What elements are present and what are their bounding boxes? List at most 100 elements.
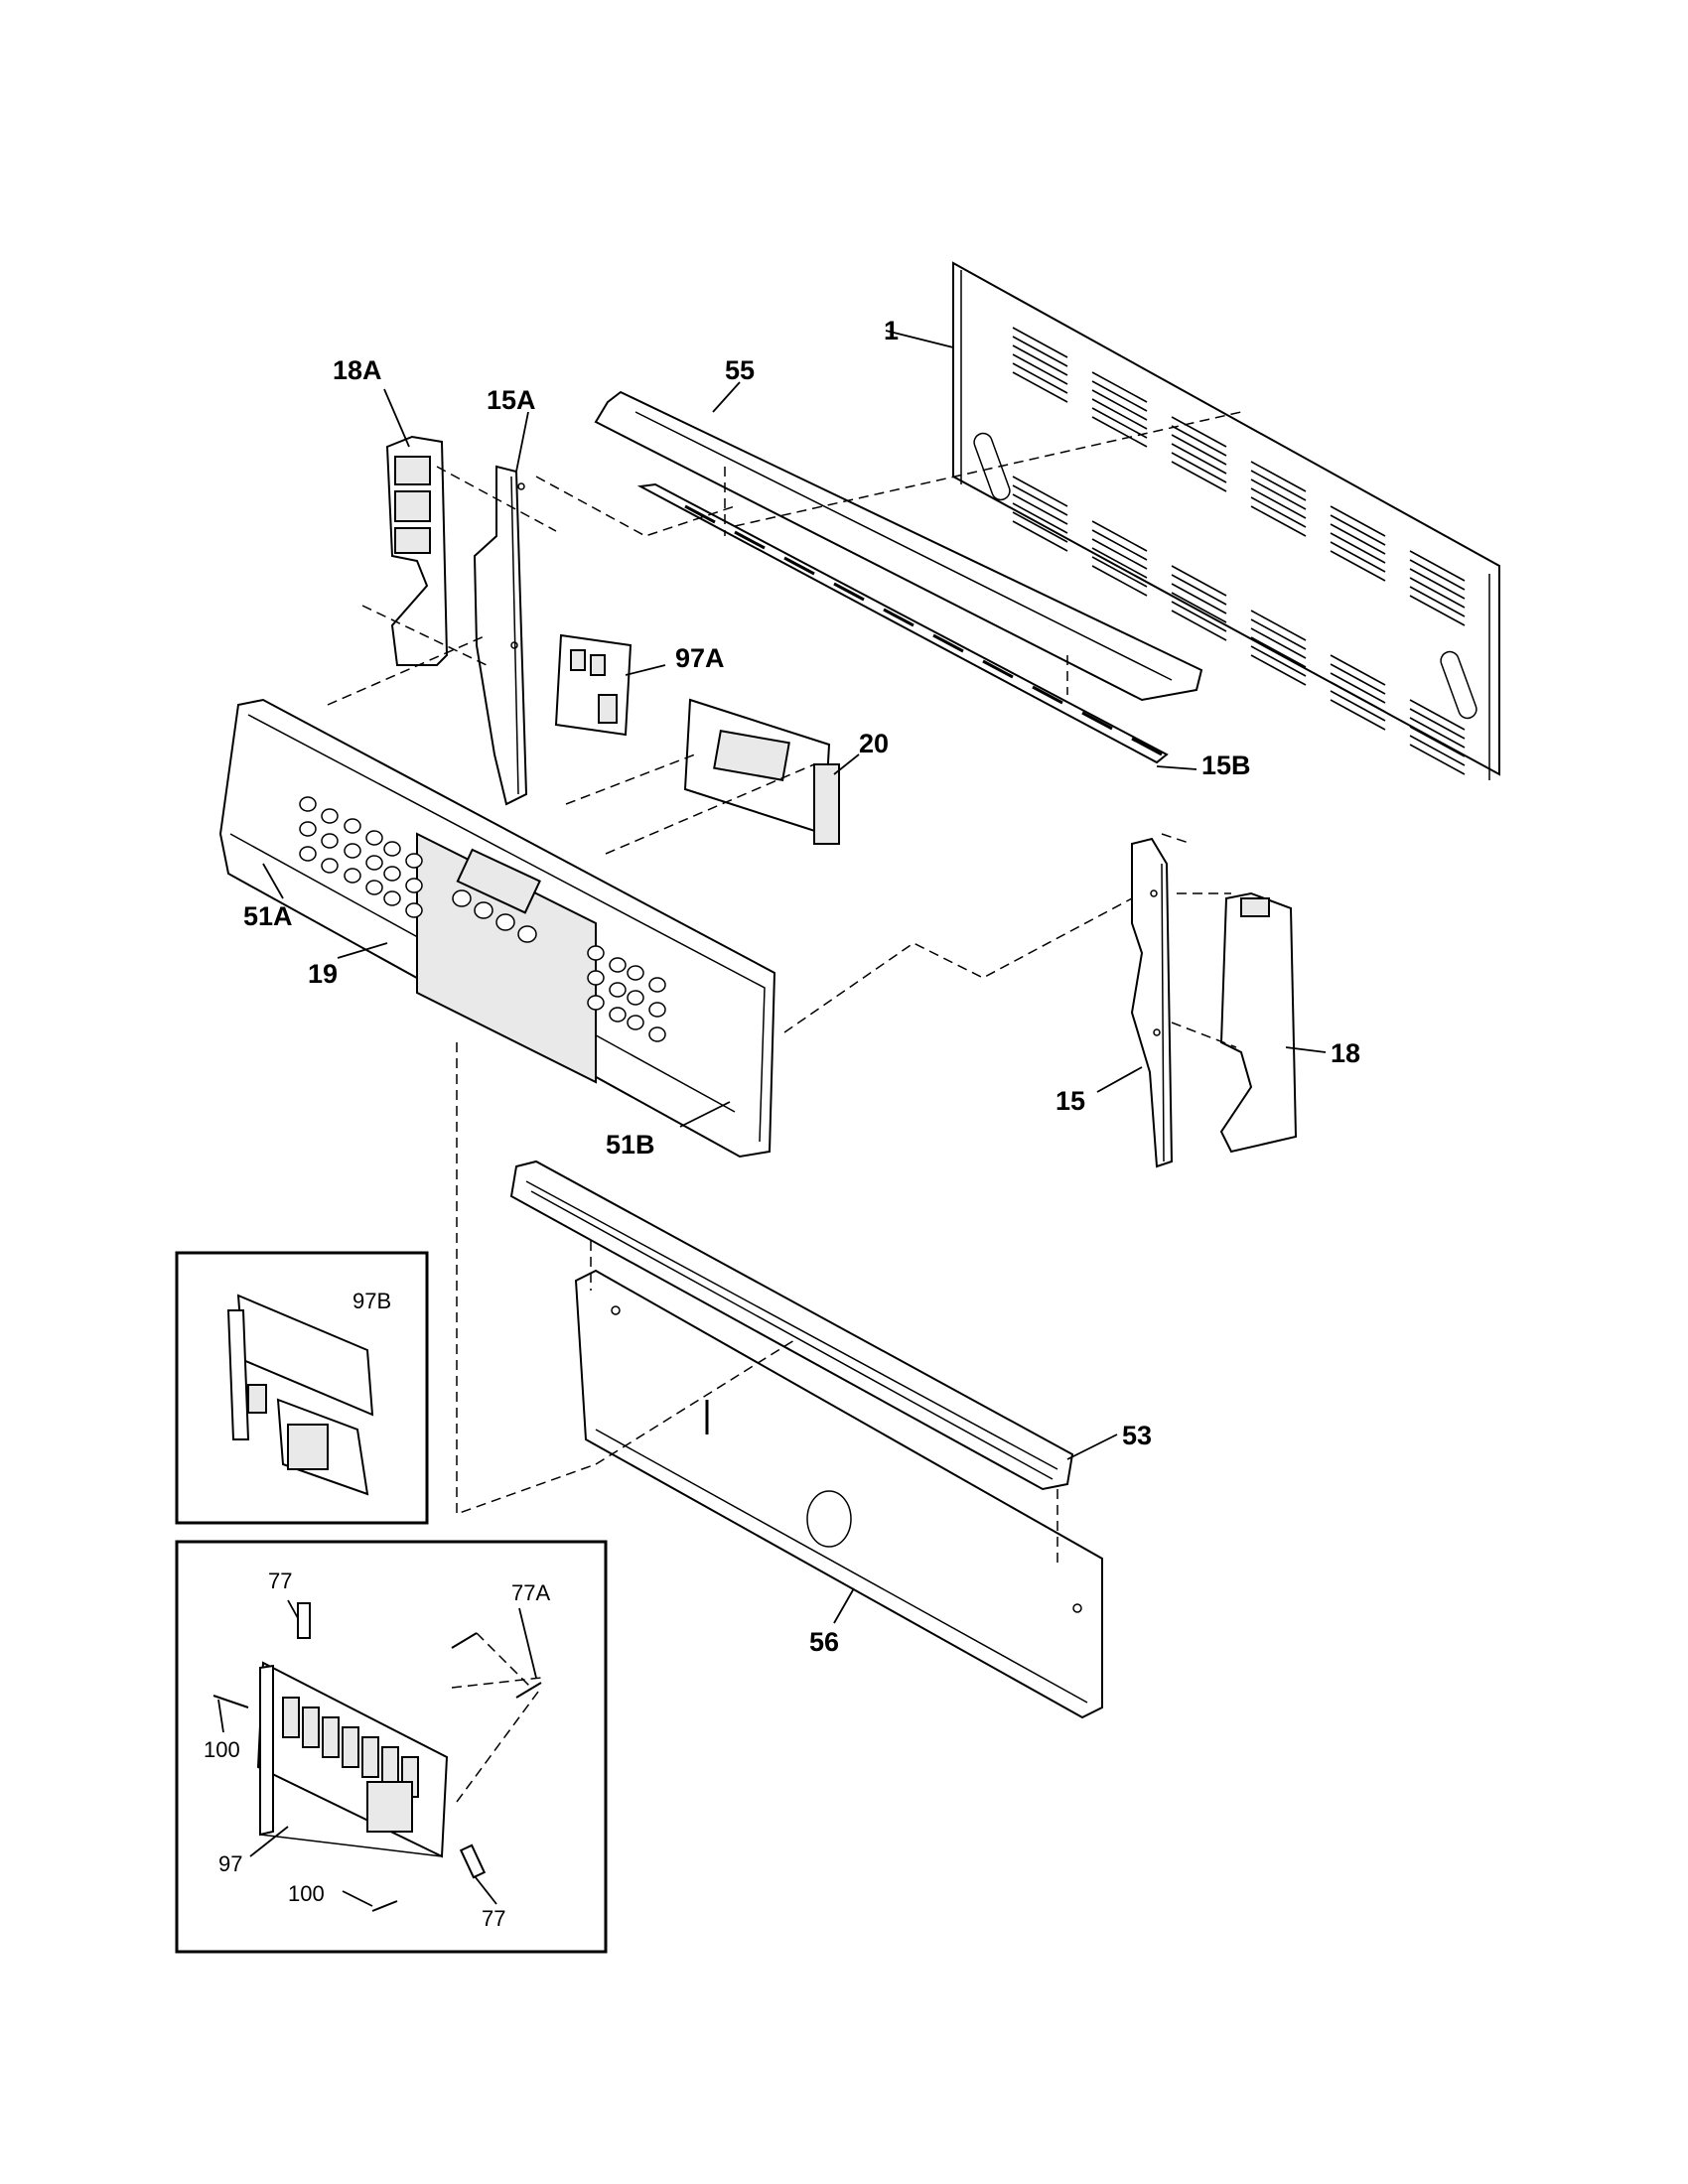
vent-slot — [1409, 708, 1466, 740]
bracket-part-15a — [473, 465, 528, 806]
end-cap-part-18 — [1219, 891, 1298, 1154]
vent-slot — [1330, 514, 1386, 546]
inset-label-97b: 97B — [352, 1289, 391, 1313]
vent-slot — [1250, 496, 1307, 528]
vent-slot — [1409, 699, 1466, 731]
vent-slot — [1171, 461, 1227, 492]
vent-slot — [1330, 541, 1386, 573]
relay — [302, 1706, 320, 1748]
vent-slot — [1012, 476, 1068, 507]
panel-button — [365, 830, 383, 846]
leader-lines — [262, 330, 1327, 1624]
panel-button — [474, 901, 493, 919]
vent-slot — [1250, 478, 1307, 510]
panel-button — [405, 902, 423, 918]
panel-button — [405, 853, 423, 869]
vent-slot — [1012, 502, 1068, 534]
vent-slot — [1171, 452, 1227, 483]
vent-slot — [1012, 353, 1068, 385]
vent-slot — [1250, 487, 1307, 519]
vent-slot — [1330, 532, 1386, 564]
vent-slot — [1250, 654, 1307, 686]
callout-18a: 18A — [333, 355, 382, 385]
vent-slot — [1171, 416, 1227, 448]
panel-button — [344, 843, 361, 859]
panel-button — [587, 970, 605, 986]
panel-button — [627, 990, 644, 1006]
vent-slot — [1091, 520, 1148, 552]
vent-slot — [1409, 717, 1466, 749]
assembly-lines — [327, 411, 1242, 1569]
relay — [322, 1716, 340, 1758]
callout-labels: 1 55 18A 15A 97A 20 15B 51A 19 51B 18 15… — [243, 316, 1360, 1657]
panel-button — [648, 1026, 666, 1042]
panel-button — [321, 858, 339, 874]
vent-slot — [1091, 407, 1148, 439]
callout-51a: 51A — [243, 901, 293, 931]
vent-slot — [1012, 362, 1068, 394]
panel-button — [627, 1015, 644, 1030]
vent-slot — [1330, 699, 1386, 731]
inset-label-77a: 77A — [511, 1580, 550, 1605]
vent-slot — [1171, 443, 1227, 475]
vent-slot — [1409, 735, 1466, 766]
vent-slot — [1091, 529, 1148, 561]
vent-slot — [1250, 505, 1307, 537]
callout-18: 18 — [1331, 1038, 1360, 1068]
panel-button — [344, 868, 361, 884]
relay — [342, 1726, 359, 1768]
leader-15b — [1156, 765, 1197, 770]
inset-97: 77 77A 100 97 100 77 — [175, 1540, 608, 1954]
trim-slot — [684, 504, 716, 524]
inset-label-100-bottom: 100 — [288, 1881, 325, 1906]
rear-panel-part-1 — [952, 261, 1500, 780]
vent-slot — [1012, 484, 1068, 516]
trim-slot — [883, 608, 914, 627]
vent-slot — [1012, 327, 1068, 358]
vent-slot — [1409, 595, 1466, 626]
inset-label-100-left: 100 — [204, 1737, 240, 1762]
relay — [282, 1697, 300, 1738]
trim-slot — [1081, 711, 1113, 731]
vent-slot — [1409, 568, 1466, 600]
panel-button — [405, 878, 423, 893]
panel-button — [383, 890, 401, 906]
trim-slot — [734, 530, 766, 550]
inset-label-77-bottom: 77 — [482, 1906, 505, 1931]
trim-slot — [932, 633, 964, 653]
vent-slot — [1091, 538, 1148, 570]
trim-slot — [833, 582, 865, 602]
trim-slot — [982, 659, 1014, 679]
vent-slot — [1250, 618, 1307, 650]
display-module-part-20 — [683, 698, 840, 845]
panel-button — [321, 833, 339, 849]
vent-slot — [1330, 681, 1386, 713]
panel-button — [609, 957, 627, 973]
vent-slot — [1012, 520, 1068, 552]
callout-1: 1 — [884, 316, 899, 345]
trim-slot — [783, 556, 815, 576]
lower-trim-part-53 — [509, 1160, 1074, 1491]
relay — [361, 1736, 379, 1778]
vent-slot — [1171, 592, 1227, 623]
panel-button — [495, 913, 515, 931]
vent-slot — [1171, 610, 1227, 641]
vent-slot — [1330, 550, 1386, 582]
callout-55: 55 — [725, 355, 755, 385]
vent-slot — [1091, 547, 1148, 579]
vent-slot — [1171, 434, 1227, 466]
panel-button — [648, 1002, 666, 1018]
panel-button — [648, 977, 666, 993]
callout-51b: 51B — [606, 1130, 655, 1160]
vent-slot — [1330, 672, 1386, 704]
callout-97a: 97A — [675, 643, 725, 673]
vent-slot — [1330, 654, 1386, 686]
vent-slot — [1091, 371, 1148, 403]
trim-slot — [1032, 685, 1063, 705]
vent-slot — [1171, 565, 1227, 597]
control-board-part-97a — [554, 633, 633, 737]
panel-button — [383, 866, 401, 882]
vent-slot — [1409, 586, 1466, 617]
vent-slot — [1091, 389, 1148, 421]
